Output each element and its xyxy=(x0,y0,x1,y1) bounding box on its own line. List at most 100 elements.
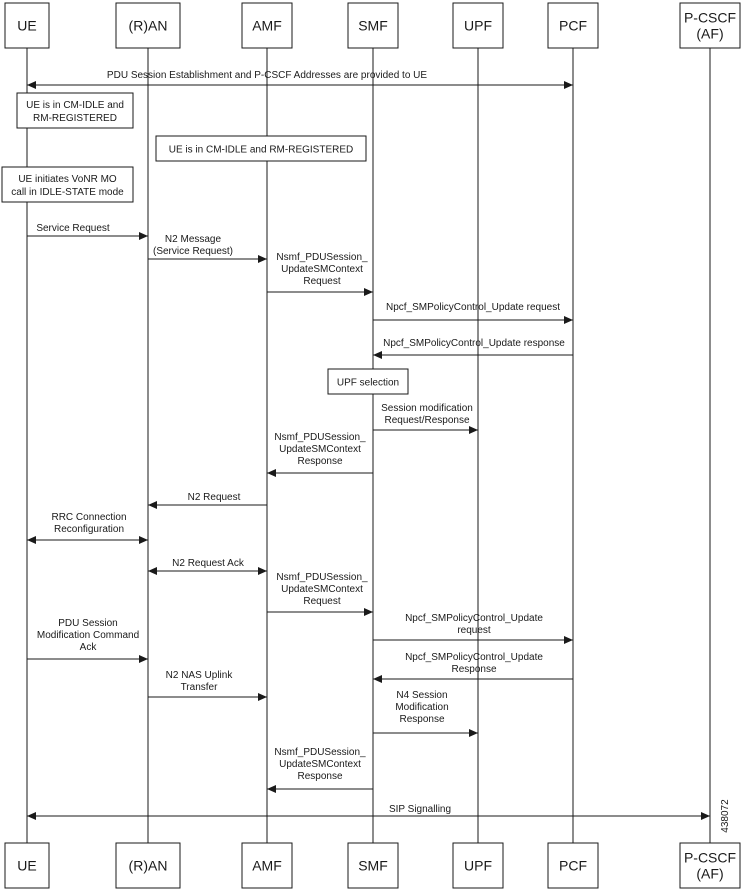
message-label: Response xyxy=(399,714,444,725)
note-label: UPF selection xyxy=(337,378,399,389)
arrowhead xyxy=(148,501,157,509)
arrowhead xyxy=(373,351,382,359)
actor-label: AMF xyxy=(252,858,282,874)
arrowhead xyxy=(27,81,36,89)
message-label: PDU Session Establishment and P-CSCF Add… xyxy=(107,70,427,81)
arrowhead xyxy=(139,536,148,544)
figure-id: 438072 xyxy=(720,799,731,833)
message-label: Npcf_SMPolicyControl_Update xyxy=(405,613,543,624)
message-label: N4 Session xyxy=(396,690,447,701)
actor-label: AMF xyxy=(252,18,282,34)
actor-label: P-CSCF xyxy=(684,10,736,26)
message-sip-signalling: SIP Signalling xyxy=(27,804,710,820)
message-label: N2 Request xyxy=(188,492,241,503)
actor-pcf-bottom: PCF xyxy=(547,842,599,889)
actor-label: (AF) xyxy=(696,866,723,882)
actor-pcscf-bottom: P-CSCF(AF) xyxy=(679,842,741,889)
message-pdu-session-establishment: PDU Session Establishment and P-CSCF Add… xyxy=(27,70,573,89)
arrowhead xyxy=(267,469,276,477)
message-label: N2 NAS Uplink xyxy=(166,670,234,681)
message-label: Transfer xyxy=(181,682,219,693)
actor-ue-bottom: UE xyxy=(4,842,50,889)
message-label: Response xyxy=(297,456,342,467)
arrowhead xyxy=(258,567,267,575)
message-label: Npcf_SMPolicyControl_Update response xyxy=(383,338,565,349)
actor-label: UPF xyxy=(464,858,492,874)
message-label: Npcf_SMPolicyControl_Update request xyxy=(386,302,560,313)
actor-label: UPF xyxy=(464,18,492,34)
message-label: Service Request xyxy=(36,223,110,234)
message-label: Request xyxy=(303,276,340,287)
message-n2-message: N2 Message(Service Request) xyxy=(148,234,267,263)
message-label: Modification Command xyxy=(37,630,139,641)
message-label: Nsmf_PDUSession_ xyxy=(276,252,368,263)
message-label: Request/Response xyxy=(384,415,469,426)
arrowhead xyxy=(564,81,573,89)
actor-smf-top: SMF xyxy=(347,2,399,49)
message-label: UpdateSMContext xyxy=(281,264,363,275)
message-label: UpdateSMContext xyxy=(279,759,361,770)
note-label: call in IDLE-STATE mode xyxy=(11,187,124,198)
arrowhead xyxy=(139,655,148,663)
actor-label: PCF xyxy=(559,858,587,874)
message-label: (Service Request) xyxy=(153,246,233,257)
actor-ue-top: UE xyxy=(4,2,50,49)
message-label: Nsmf_PDUSession_ xyxy=(276,572,368,583)
message-label: Session modification xyxy=(381,403,473,414)
message-label: N2 Message xyxy=(165,234,222,245)
arrowhead xyxy=(27,812,36,820)
message-label: Nsmf_PDUSession_ xyxy=(274,432,366,443)
arrowhead xyxy=(364,608,373,616)
message-label: PDU Session xyxy=(58,618,117,629)
actor-label: SMF xyxy=(358,18,388,34)
message-npcf-update-request-1: Npcf_SMPolicyControl_Update request xyxy=(373,302,573,324)
message-label: Modification xyxy=(395,702,448,713)
actor-label: PCF xyxy=(559,18,587,34)
arrowhead xyxy=(258,693,267,701)
actor-smf-bottom: SMF xyxy=(347,842,399,889)
message-label: Request xyxy=(303,596,340,607)
arrowhead xyxy=(267,785,276,793)
message-n2-request: N2 Request xyxy=(148,492,267,509)
arrowhead xyxy=(364,288,373,296)
message-label: Response xyxy=(451,664,496,675)
note-label: RM-REGISTERED xyxy=(33,113,117,124)
message-npcf-update-response-1: Npcf_SMPolicyControl_Update response xyxy=(373,338,573,359)
actor-ran-bottom: (R)AN xyxy=(115,842,181,889)
note-label: UE is in CM-IDLE and xyxy=(26,100,124,111)
message-label: UpdateSMContext xyxy=(279,444,361,455)
arrowhead xyxy=(139,232,148,240)
message-n2-request-ack: N2 Request Ack xyxy=(148,558,267,575)
upf-selection-note: UPF selection xyxy=(327,368,409,395)
arrowhead xyxy=(373,675,382,683)
ue-initiates-note: UE initiates VoNR MO call in IDLE-STATE m… xyxy=(1,166,134,203)
actor-amf-top: AMF xyxy=(241,2,293,49)
message-label: Ack xyxy=(80,642,98,653)
actor-label: UE xyxy=(17,858,36,874)
message-label: Npcf_SMPolicyControl_Update xyxy=(405,652,543,663)
ue-cm-idle-note-2: UE is in CM-IDLE and RM-REGISTERED xyxy=(155,135,367,162)
message-label: Reconfiguration xyxy=(54,524,124,535)
message-label: request xyxy=(457,625,491,636)
actor-pcf-top: PCF xyxy=(547,2,599,49)
arrowhead xyxy=(564,316,573,324)
actor-label: UE xyxy=(17,18,36,34)
message-label: UpdateSMContext xyxy=(281,584,363,595)
note-label: UE initiates VoNR MO xyxy=(18,174,117,185)
actor-label: P-CSCF xyxy=(684,850,736,866)
arrowhead xyxy=(148,567,157,575)
arrowhead xyxy=(258,255,267,263)
actor-upf-top: UPF xyxy=(452,2,504,49)
arrowhead xyxy=(469,729,478,737)
arrowhead xyxy=(564,636,573,644)
